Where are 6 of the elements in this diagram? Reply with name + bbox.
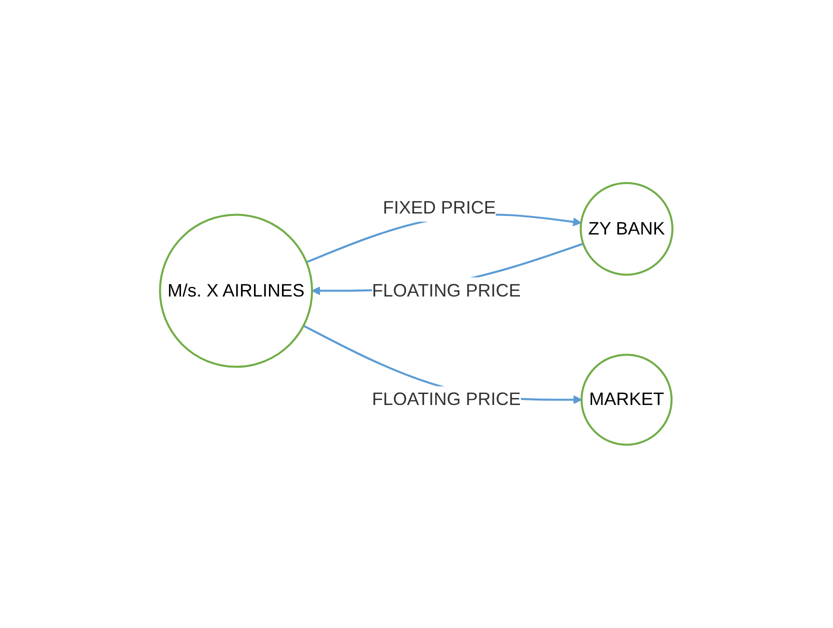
edge-label: FLOATING PRICE — [372, 389, 522, 410]
node-circle: MARKET — [580, 354, 673, 446]
node-circle: M/s. X AIRLINES — [159, 214, 314, 368]
edge-label: FIXED PRICE — [383, 198, 496, 218]
edge-label: FLOATING PRICE — [372, 280, 522, 300]
node-circle: ZY BANK — [580, 182, 674, 276]
